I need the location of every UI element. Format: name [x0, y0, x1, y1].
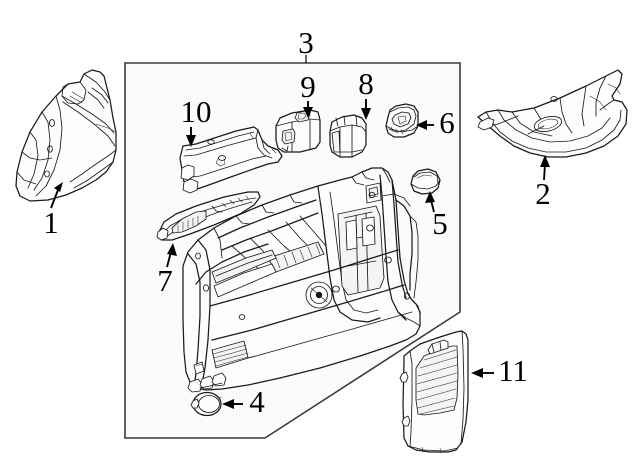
- callout-5: 5: [425, 191, 448, 241]
- part-grommet-plug: [190, 391, 222, 417]
- callout-label-1: 1: [43, 205, 59, 240]
- callout-label-5: 5: [432, 206, 448, 241]
- callout-3: 3: [298, 25, 314, 63]
- callout-2: 2: [535, 155, 551, 211]
- part-upper-quarter-trim-panel: [179, 126, 283, 194]
- part-power-outlet-socket: [329, 114, 367, 158]
- callout-label-4: 4: [249, 384, 265, 419]
- callout-label-8: 8: [358, 66, 374, 101]
- callout-4: 4: [222, 384, 265, 419]
- part-rear-scuff-plate: [156, 191, 261, 241]
- callout-label-7: 7: [157, 263, 173, 298]
- callout-1: 1: [43, 182, 63, 240]
- part-main-quarter-trim-panel: [182, 167, 421, 393]
- callout-9: 9: [300, 69, 316, 118]
- callout-8: 8: [358, 66, 374, 120]
- part-cargo-tie-down-cover: [410, 168, 441, 195]
- part-accessory-switch-module: [275, 109, 321, 153]
- part-front-pillar-trim: [15, 69, 117, 202]
- part-rear-roof-rail-trim: [477, 69, 628, 158]
- callout-7: 7: [157, 243, 177, 298]
- callout-label-3: 3: [298, 25, 314, 60]
- callout-label-9: 9: [300, 69, 316, 104]
- callout-10: 10: [181, 94, 212, 147]
- callout-label-2: 2: [535, 176, 551, 211]
- callout-11: 11: [471, 353, 528, 388]
- part-cargo-hook-bracket: [385, 103, 419, 138]
- part-access-cover-lid: [399, 330, 469, 454]
- callout-label-6: 6: [439, 105, 455, 140]
- callout-label-10: 10: [181, 94, 212, 129]
- callout-6: 6: [416, 105, 455, 140]
- callout-label-11: 11: [498, 353, 528, 388]
